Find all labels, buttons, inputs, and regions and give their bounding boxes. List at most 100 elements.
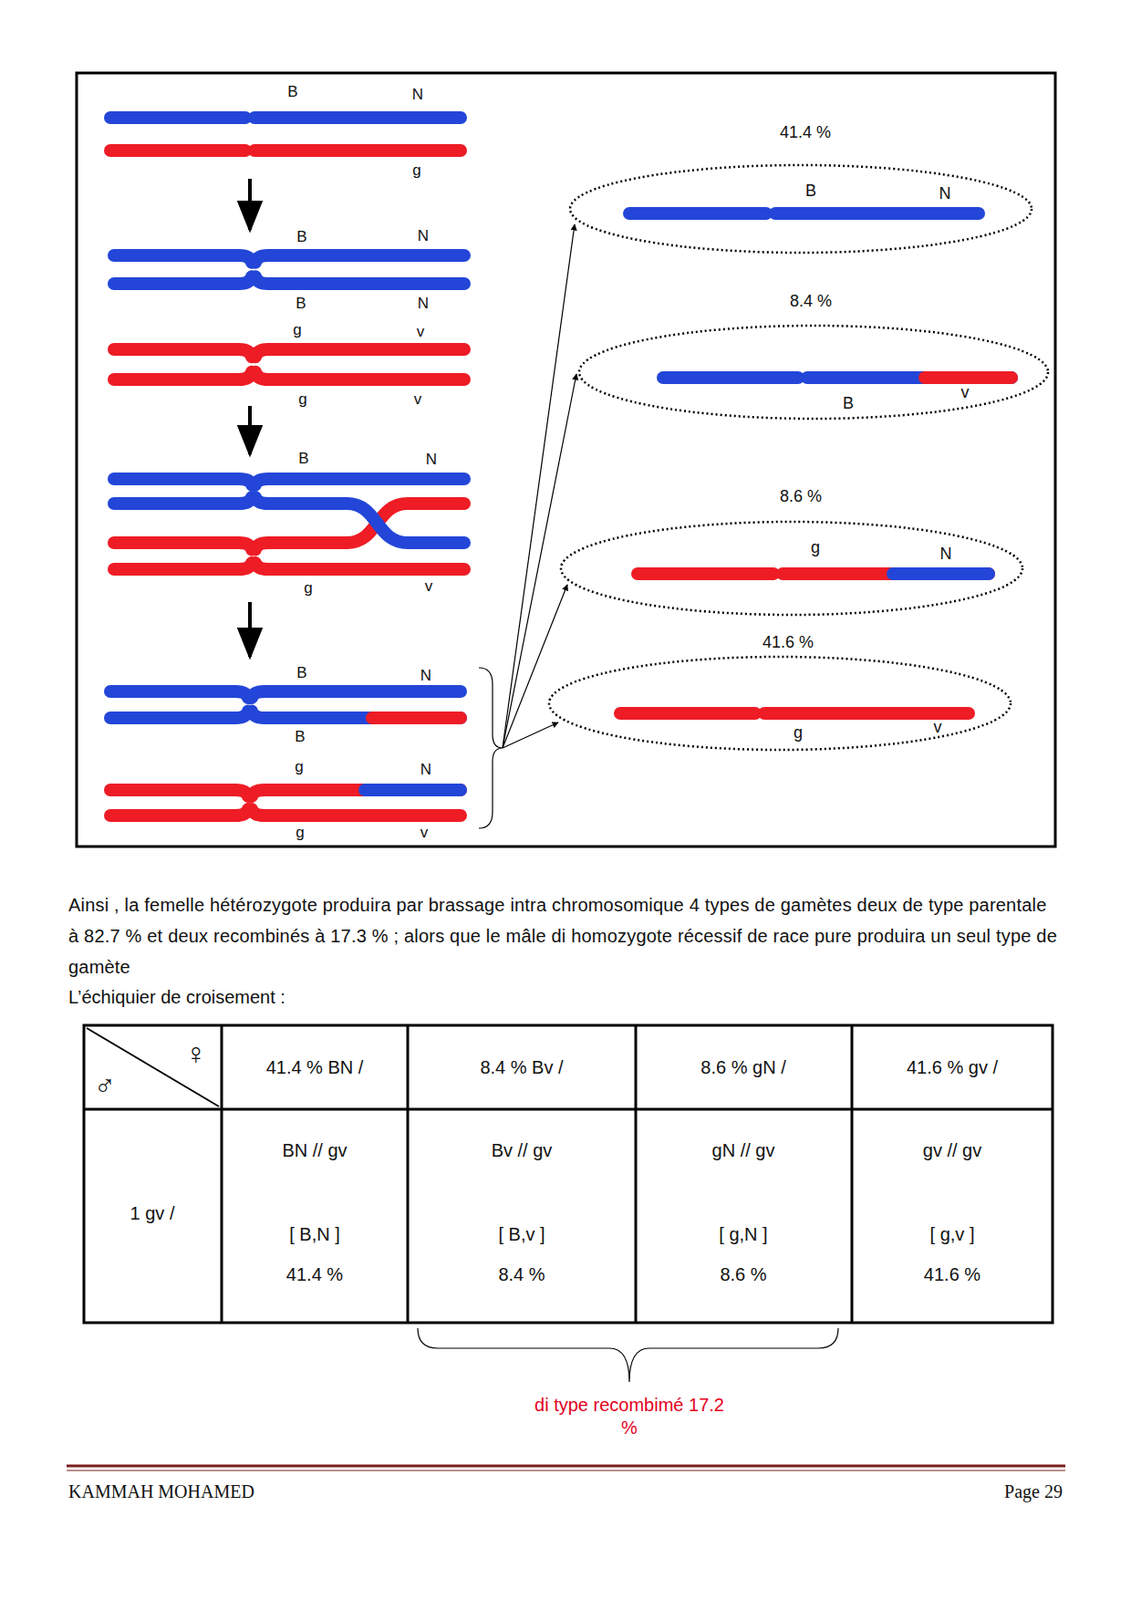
- diagonal-rule: [86, 1027, 219, 1107]
- gamete-arrow: [502, 373, 577, 748]
- chromatid-segment: [372, 711, 461, 725]
- chromatid: [110, 691, 249, 698]
- crossing-strand: [346, 503, 465, 543]
- body-text: L’échiquier de croisement :: [68, 986, 286, 1008]
- chromatid: [251, 711, 461, 719]
- chromatid: [775, 207, 979, 220]
- brace: [417, 1328, 839, 1382]
- table-cell: [ B,v ]: [498, 1224, 545, 1246]
- gamete-arrow: [502, 224, 575, 748]
- table-cell: [ g,v ]: [930, 1224, 976, 1246]
- table-cell: 41.4 %: [286, 1264, 343, 1286]
- percentage: 8.4 %: [789, 291, 832, 312]
- allele-label: N: [940, 544, 953, 564]
- table-rule: [83, 1108, 1053, 1111]
- chromatid: [114, 478, 252, 486]
- footer-rule: [66, 1464, 1066, 1468]
- footer-page: Page 29: [1004, 1481, 1063, 1503]
- percentage: 41.4 %: [779, 123, 831, 143]
- chromatid-segment: [892, 567, 989, 581]
- ellipse-outline: [579, 325, 1048, 419]
- table-header: 41.6 % gv /: [906, 1057, 998, 1079]
- allele-label: B: [842, 394, 854, 414]
- allele-label: g: [412, 161, 421, 180]
- gamete-ellipse: 8.4 %Bv: [577, 323, 1050, 421]
- chromatid: [254, 111, 461, 125]
- table-cell: [ B,N ]: [289, 1224, 341, 1246]
- allele-label: B: [296, 664, 307, 683]
- chromatid: [255, 478, 465, 486]
- table-cell: Bv // gv: [491, 1140, 553, 1162]
- chromatid-segment: [924, 371, 1012, 384]
- table-frame: [83, 1025, 1053, 1323]
- chromatid: [110, 789, 249, 797]
- chromatid: [110, 111, 246, 125]
- sex-symbol: ♀: [185, 1037, 208, 1071]
- table-cell: 41.6 %: [923, 1264, 981, 1286]
- allele-label: N: [425, 450, 437, 469]
- chromatid: [114, 255, 252, 263]
- allele-label: v: [416, 322, 426, 342]
- table-header: 41.4 % BN /: [266, 1057, 364, 1079]
- table-rule: [406, 1025, 410, 1323]
- allele-label: N: [417, 227, 429, 246]
- chromatid: [114, 497, 252, 504]
- allele-label: v: [425, 577, 434, 596]
- table-cell: 1 gv /: [130, 1203, 176, 1225]
- ellipse-outline: [570, 165, 1032, 253]
- chromatid: [620, 706, 756, 720]
- chromatid: [663, 371, 799, 384]
- allele-label: g: [298, 390, 307, 409]
- percentage: 41.6 %: [762, 632, 814, 653]
- chromatid: [251, 691, 461, 698]
- chromatid: [255, 542, 347, 550]
- table-rule: [850, 1025, 854, 1323]
- table-cell: BN // gv: [281, 1140, 347, 1162]
- allele-label: N: [417, 294, 429, 313]
- crossing-strand: [346, 503, 465, 543]
- chromatid: [254, 144, 461, 157]
- allele-label: g: [793, 723, 803, 743]
- allele-label: B: [298, 449, 309, 468]
- footer-rule: [66, 1470, 1066, 1472]
- gamete-arrow: [502, 722, 559, 748]
- table-cell: gv // gv: [923, 1140, 982, 1162]
- table-cell: [ g,N ]: [718, 1224, 768, 1246]
- ellipse-outline: [577, 323, 1050, 421]
- chromatid: [110, 809, 249, 816]
- chromatid: [637, 567, 774, 581]
- footer-author: KAMMAH MOHAMED: [68, 1481, 255, 1503]
- chromatid: [807, 371, 1012, 384]
- allele-label: N: [412, 85, 424, 104]
- gamete-ellipse: 41.6 %gv: [547, 654, 1013, 752]
- table-cell: gN // gv: [712, 1140, 776, 1162]
- gamete-arrow: [502, 584, 568, 748]
- allele-label: g: [294, 757, 303, 777]
- chromatid: [255, 276, 465, 284]
- chromatid: [255, 349, 465, 357]
- body-text: Ainsi , la femelle hétérozygote produira…: [68, 889, 1059, 983]
- chromatid: [114, 562, 252, 570]
- table-rule: [220, 1025, 224, 1323]
- allele-label: g: [295, 823, 304, 842]
- chromatid: [782, 567, 989, 581]
- sex-symbol: ♂: [93, 1068, 116, 1103]
- chromatid: [255, 255, 465, 263]
- chromatid: [251, 809, 461, 816]
- chromatid: [114, 276, 252, 284]
- table-cell: 8.6 %: [719, 1264, 767, 1286]
- table-header: 8.4 % Bv /: [479, 1057, 563, 1079]
- allele-label: B: [294, 727, 305, 747]
- allele-label: B: [296, 228, 307, 247]
- chromatid: [110, 711, 249, 719]
- allele-label: N: [420, 666, 432, 685]
- allele-label: N: [420, 760, 432, 779]
- allele-label: g: [810, 538, 820, 558]
- allele-label: N: [939, 184, 952, 204]
- step-arrow: [248, 178, 252, 230]
- chromatid: [255, 562, 465, 570]
- allele-label: g: [303, 579, 312, 598]
- allele-label: v: [933, 717, 943, 737]
- allele-label: v: [420, 823, 429, 842]
